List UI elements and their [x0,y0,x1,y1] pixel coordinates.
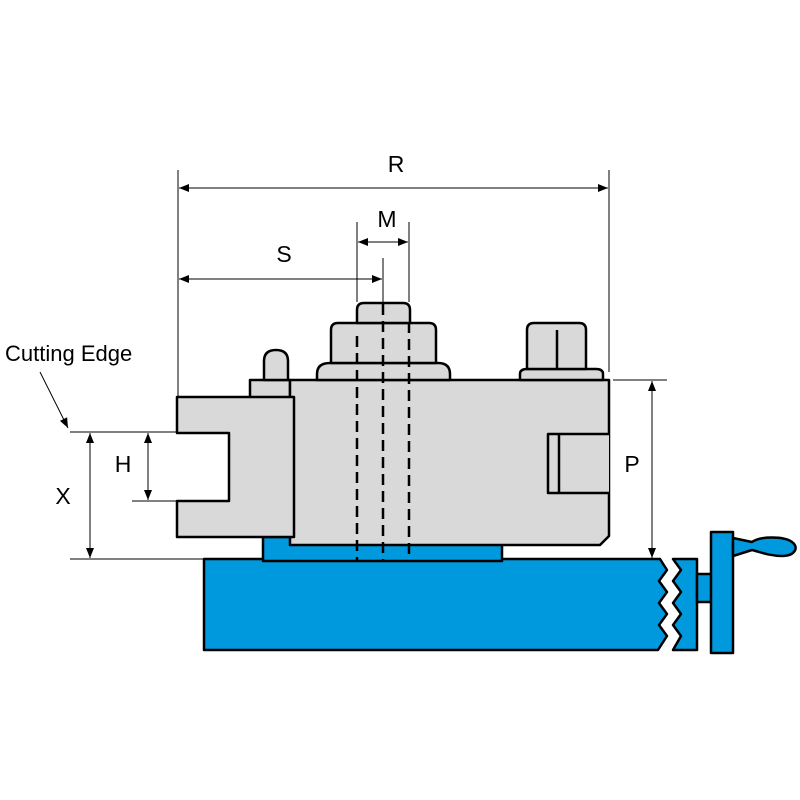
center-nut-collar [315,361,452,382]
dimension-lines [39,170,667,560]
slide-body [202,557,669,652]
side-slot [546,432,609,495]
label-x: X [55,483,70,509]
label-h: H [115,451,132,477]
slide-end-piece [671,557,699,652]
cross-slide [202,530,797,655]
label-p: P [624,451,639,477]
handwheel-handle [731,536,797,558]
label-s: S [276,241,291,267]
handwheel [709,530,735,655]
tool-post-body [175,301,611,560]
label-r: R [388,151,405,177]
tool-holder [175,395,296,539]
right-bolt-collar [518,367,605,382]
locking-pin [262,348,290,382]
label-m: M [377,206,396,232]
main-block [248,378,292,400]
cutting-edge-leader [39,371,69,429]
label-cutting-edge: Cutting Edge [5,341,132,366]
